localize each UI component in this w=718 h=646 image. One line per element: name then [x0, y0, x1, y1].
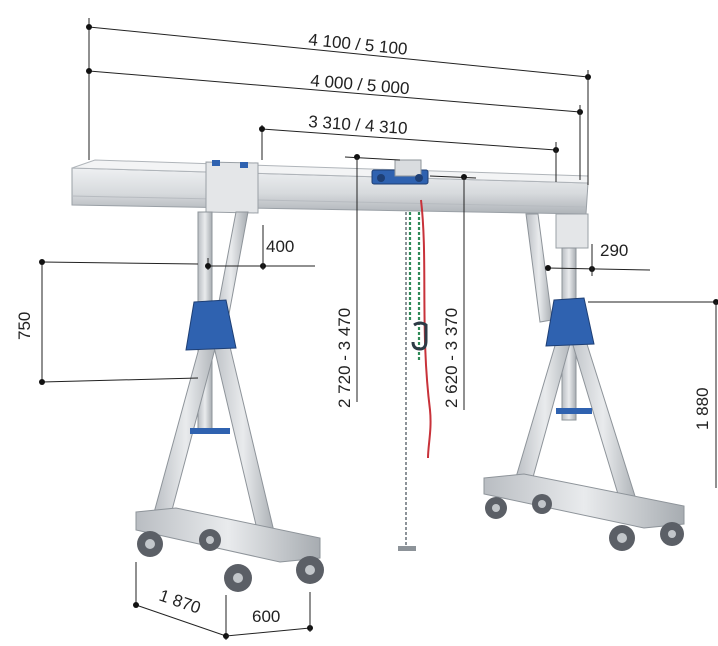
right-wheels — [485, 494, 684, 551]
top-offset-label: 400 — [266, 237, 294, 256]
hook-height-range-2-label: 2 620 - 3 370 — [442, 308, 461, 408]
trolley — [371, 159, 429, 185]
crane-illustration — [71, 159, 685, 592]
left-leg — [135, 211, 321, 563]
span-label: 3 310 / 4 310 — [308, 112, 408, 138]
height-label: 1 880 — [693, 387, 712, 430]
base-length-label: 1 870 — [157, 586, 203, 618]
leg-adjust-label: 750 — [15, 312, 34, 340]
side-offset-label: 290 — [600, 241, 628, 260]
right-leg — [483, 213, 685, 529]
left-beam-clamp — [205, 160, 259, 214]
beam-length-label: 4 000 / 5 000 — [310, 71, 411, 98]
main-beam — [71, 159, 589, 215]
base-width-label: 600 — [252, 607, 280, 626]
overall-length-label: 4 100 / 5 100 — [308, 30, 409, 59]
dimension-lines — [39, 18, 718, 640]
hook-height-range-1-label: 2 720 - 3 470 — [335, 308, 354, 408]
left-wheels — [137, 529, 324, 592]
hoist-chains — [398, 199, 432, 551]
dimension-labels: 4 100 / 5 100 4 000 / 5 000 3 310 / 4 31… — [15, 30, 712, 626]
